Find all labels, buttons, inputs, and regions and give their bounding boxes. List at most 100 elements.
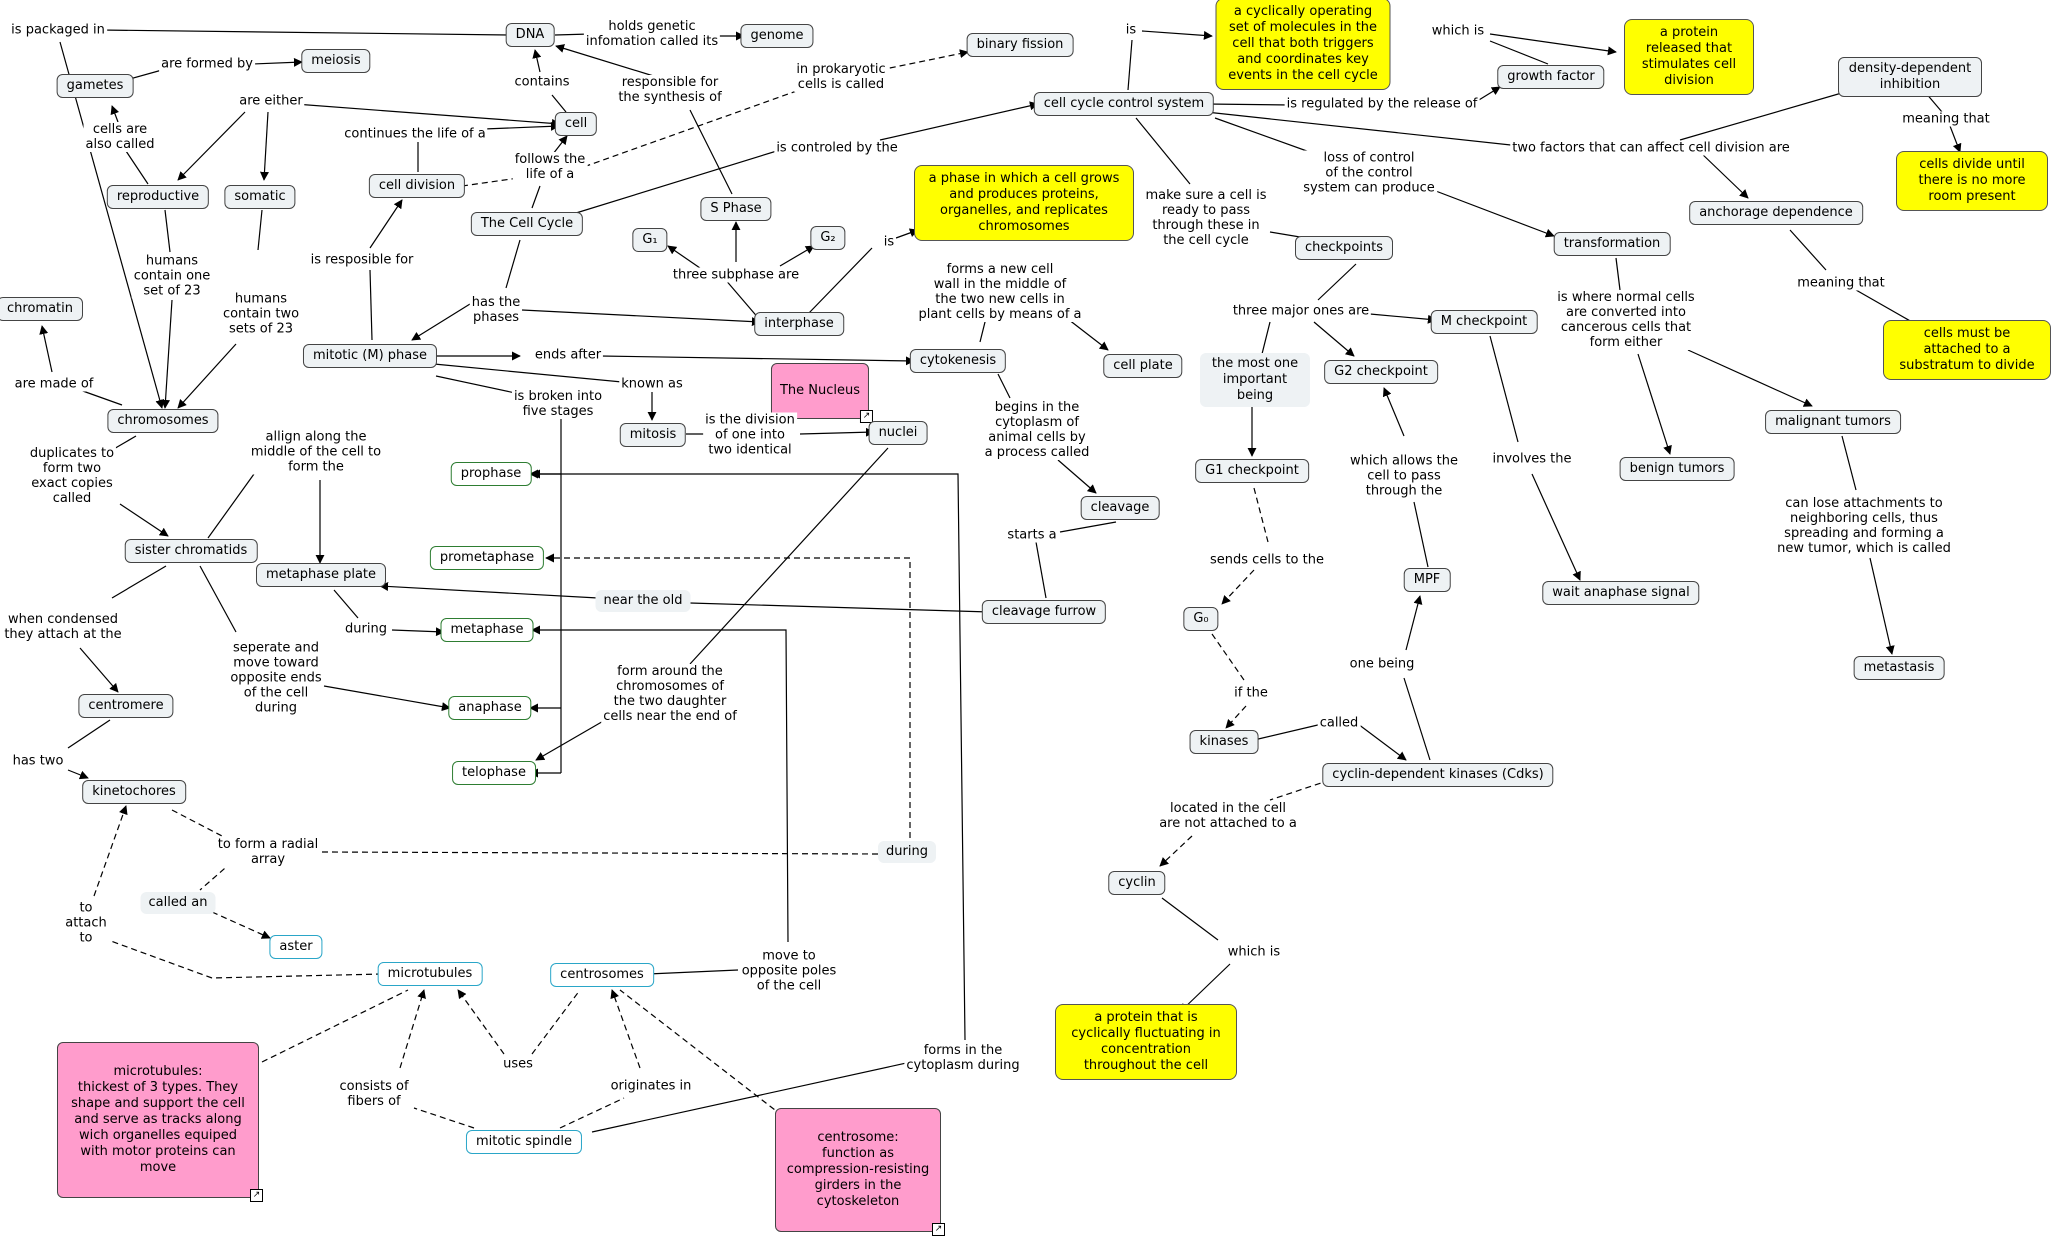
- node-cleavage[interactable]: cleavage: [1080, 496, 1160, 520]
- node-g1[interactable]: G₁: [632, 228, 668, 252]
- node-chromatin[interactable]: chromatin: [0, 297, 83, 321]
- edge-m-involves: [1489, 335, 1519, 443]
- node-aster[interactable]: aster: [269, 935, 323, 959]
- node-cells-divide-until[interactable]: cells divide until there is no more room…: [1896, 151, 2048, 211]
- node-s-phase[interactable]: S Phase: [700, 197, 772, 221]
- node-cell-plate[interactable]: cell plate: [1103, 354, 1183, 378]
- node-meiosis[interactable]: meiosis: [301, 49, 371, 73]
- node-anchorage-dependence[interactable]: anchorage dependence: [1689, 201, 1863, 225]
- edge-subphase-g1: [667, 245, 701, 269]
- edge-spindle-originates: [559, 1097, 625, 1129]
- node-during[interactable]: during: [878, 841, 936, 863]
- node-mitotic-spindle[interactable]: mitotic spindle: [465, 1130, 583, 1154]
- node-telophase[interactable]: telophase: [452, 761, 536, 785]
- node-wait-anaphase-signal[interactable]: wait anaphase signal: [1542, 581, 1700, 605]
- node-transformation[interactable]: transformation: [1553, 232, 1671, 256]
- edge-g0-ifthe: [1211, 633, 1245, 681]
- node-cell[interactable]: cell: [554, 112, 598, 136]
- node-density-dependent-inhibition[interactable]: density-dependent inhibition: [1838, 57, 1982, 97]
- label-sends-cells-to: sends cells to the: [1208, 552, 1326, 568]
- node-genome[interactable]: genome: [740, 24, 814, 48]
- node-metaphase-plate[interactable]: metaphase plate: [255, 563, 387, 587]
- edge-cdks-located: [1269, 779, 1331, 801]
- edge-move-metaphase: [531, 625, 789, 943]
- node-interphase[interactable]: interphase: [754, 312, 844, 336]
- node-checkpoints[interactable]: checkpoints: [1295, 236, 1393, 260]
- label-duplicates: duplicates to form two exact copies call…: [27, 446, 117, 506]
- node-growth-factor[interactable]: growth factor: [1497, 65, 1605, 89]
- edge-kinases-called: [1253, 723, 1323, 741]
- node-nuclei[interactable]: nuclei: [868, 421, 928, 445]
- label-humans-two-sets: humans contain two sets of 23: [220, 291, 302, 337]
- edge-ccs-is: [1127, 39, 1133, 91]
- node-g2-checkpoint[interactable]: G2 checkpoint: [1324, 360, 1438, 384]
- node-cyclin[interactable]: cyclin: [1108, 871, 1166, 895]
- node-benign-tumors[interactable]: benign tumors: [1619, 457, 1735, 481]
- edge-plate-during: [333, 589, 359, 619]
- node-the-cell-cycle[interactable]: The Cell Cycle: [470, 212, 584, 236]
- label-to-form-radial: to form a radial array: [215, 837, 321, 867]
- node-anaphase[interactable]: anaphase: [448, 696, 532, 720]
- node-mpf[interactable]: MPF: [1403, 568, 1451, 592]
- external-link-icon[interactable]: ↗: [860, 410, 874, 423]
- node-cleavage-furrow[interactable]: cleavage furrow: [981, 600, 1107, 624]
- label-continues-the-life: continues the life of a: [342, 126, 488, 142]
- external-link-icon[interactable]: ↗: [250, 1189, 263, 1202]
- node-binary-fission[interactable]: binary fission: [966, 33, 1074, 57]
- node-mitotic-phase[interactable]: mitotic (M) phase: [302, 344, 438, 368]
- node-sister-chromatids[interactable]: sister chromatids: [124, 539, 258, 563]
- node-prophase[interactable]: prophase: [450, 462, 532, 486]
- edge-loss-transformation: [1419, 184, 1555, 238]
- node-gametes[interactable]: gametes: [56, 74, 134, 98]
- node-must-be-attached[interactable]: cells must be attached to a substratum t…: [1883, 320, 2051, 380]
- edge-involves-wait: [1531, 473, 1581, 581]
- edge-ifthe-kinases: [1225, 705, 1247, 729]
- node-g1-checkpoint[interactable]: G1 checkpoint: [1195, 459, 1309, 483]
- node-called-an[interactable]: called an: [140, 892, 216, 914]
- node-centrosomes[interactable]: centrosomes: [550, 963, 654, 987]
- node-mitosis[interactable]: mitosis: [619, 423, 687, 447]
- node-cdks[interactable]: cyclin-dependent kinases (Cdks): [1322, 763, 1554, 787]
- label-loss-of-control: loss of control of the control system ca…: [1301, 150, 1437, 196]
- node-prometaphase[interactable]: prometaphase: [429, 546, 545, 570]
- node-somatic[interactable]: somatic: [224, 185, 296, 209]
- node-dna[interactable]: DNA: [505, 23, 555, 47]
- node-kinetochores[interactable]: kinetochores: [82, 780, 186, 804]
- label-is-controled-by: is controled by the: [774, 140, 900, 156]
- external-link-icon[interactable]: ↗: [932, 1223, 945, 1236]
- edge-ccs-makesure: [1135, 117, 1191, 185]
- node-cytokenesis[interactable]: cytokenesis: [909, 349, 1007, 373]
- node-cell-division[interactable]: cell division: [368, 174, 466, 198]
- node-microtubules-note[interactable]: microtubules: thickest of 3 types. They …: [57, 1042, 263, 1202]
- node-interphase-definition[interactable]: a phase in which a cell grows and produc…: [914, 165, 1134, 241]
- node-protein-released[interactable]: a protein released that stimulates cell …: [1624, 19, 1754, 95]
- node-metaphase[interactable]: metaphase: [440, 618, 534, 642]
- edge-furrow-nearold: [689, 602, 991, 613]
- node-malignant-tumors[interactable]: malignant tumors: [1765, 410, 1901, 434]
- node-chromosomes[interactable]: chromosomes: [107, 409, 219, 433]
- node-kinases[interactable]: kinases: [1189, 730, 1259, 754]
- node-reproductive[interactable]: reproductive: [106, 185, 210, 209]
- node-the-most-one[interactable]: the most one important being: [1200, 353, 1310, 407]
- edge-uses-centrosomes: [531, 989, 581, 1055]
- edge-cellcycle-follows: [531, 185, 541, 209]
- edge-hasphases-mitotic: [411, 303, 471, 341]
- node-the-nucleus[interactable]: The Nucleus ↗: [770, 363, 874, 423]
- node-protein-cyclic[interactable]: a protein that is cyclically fluctuating…: [1055, 1004, 1237, 1080]
- edge-interphase-is: [807, 247, 873, 315]
- edge-sends-g0: [1221, 569, 1255, 605]
- edge-humans1-chromosomes: [161, 299, 173, 409]
- node-cell-cycle-control-system[interactable]: cell cycle control system: [1033, 92, 1215, 116]
- node-centrosome-note[interactable]: centrosome: function as compression-resi…: [775, 1108, 945, 1236]
- node-metastasis[interactable]: metastasis: [1853, 656, 1945, 680]
- node-m-checkpoint[interactable]: M checkpoint: [1430, 310, 1538, 334]
- node-microtubules[interactable]: microtubules: [377, 962, 483, 986]
- node-g2[interactable]: G₂: [810, 226, 846, 250]
- node-near-the-old[interactable]: near the old: [595, 590, 691, 612]
- node-g0[interactable]: G₀: [1183, 607, 1219, 631]
- node-control-system-definition[interactable]: a cyclically operating set of molecules …: [1215, 0, 1391, 90]
- node-centromere[interactable]: centromere: [78, 694, 174, 718]
- edge-twofactors-ddi: [1679, 87, 1853, 141]
- edge-allows-g2: [1382, 387, 1405, 437]
